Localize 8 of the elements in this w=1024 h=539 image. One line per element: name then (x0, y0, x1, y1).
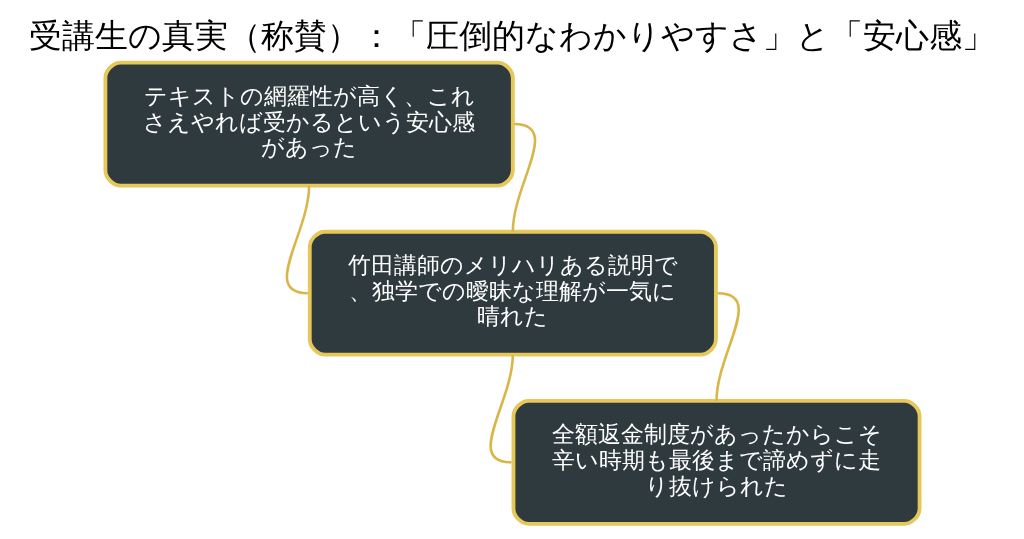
connector (489, 354, 514, 464)
node-box: 竹田講師のメリハリある説明で、独学での曖昧な理解が一気に晴れた (307, 229, 718, 357)
diagram-title: 受講生の真実（称賛）：「圧倒的なわかりやすさ」と「安心感」 (29, 15, 995, 55)
connector (285, 185, 310, 295)
node-box: テキストの網羅性が高く、これさえやれば受かるという安心感があった (103, 60, 515, 188)
connector (511, 122, 536, 232)
connector (714, 291, 740, 401)
node-box: 全額返金制度があったからこそ辛い時期も最後まで諦めずに走り抜けられた (511, 398, 921, 526)
